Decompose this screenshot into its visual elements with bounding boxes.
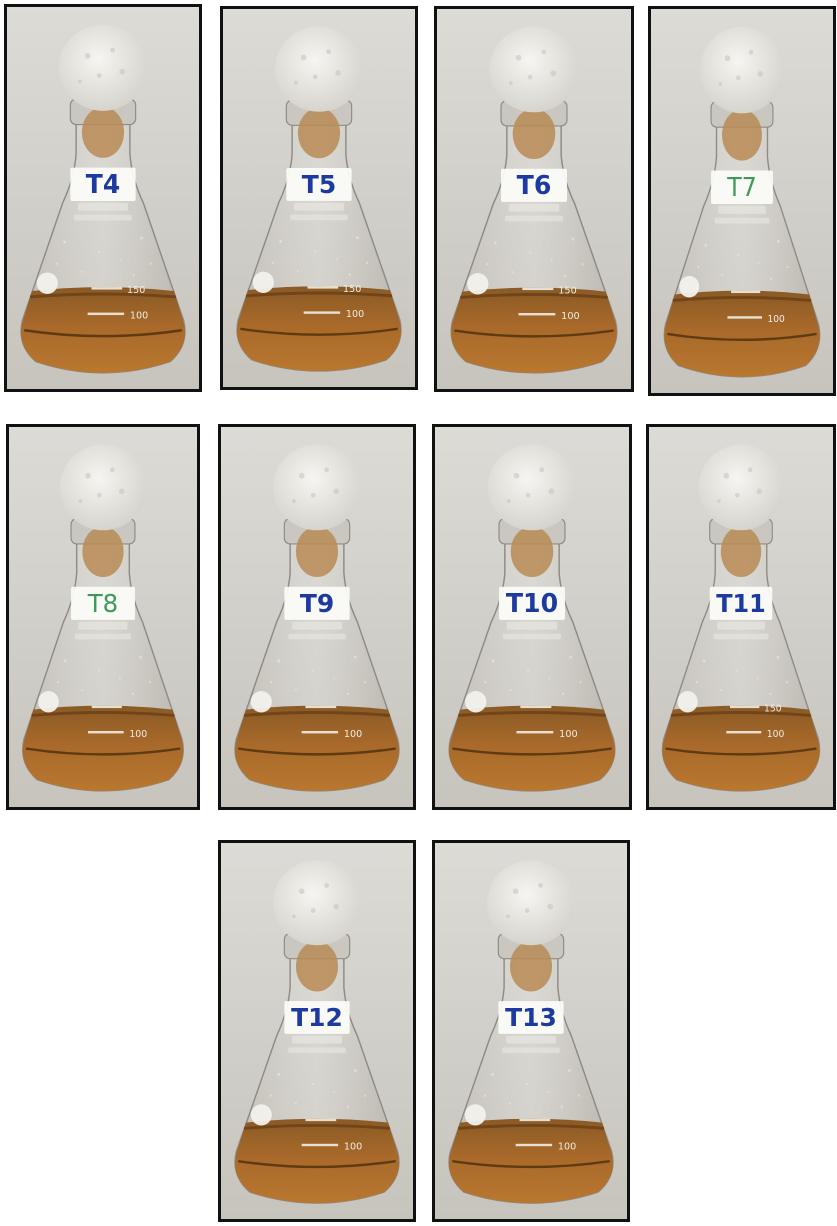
volume-mark-low: 100 [558, 1142, 576, 1153]
volume-mark-low: 100 [559, 729, 578, 740]
flask-photo-t13: T13 100 [432, 840, 630, 1222]
volume-mark-low: 100 [344, 1142, 362, 1153]
flask-label: T10 [506, 589, 558, 618]
volume-mark-low: 100 [346, 309, 364, 320]
flask-label: T13 [505, 1003, 557, 1032]
volume-mark-low: 100 [561, 311, 580, 322]
flask-label: T7 [726, 172, 756, 202]
volume-mark-low: 100 [129, 729, 147, 740]
flask-label: T9 [300, 589, 334, 618]
flask-photo-t5: T5 150 100 [220, 6, 418, 390]
flask-photo-t9: T9 100 [218, 424, 416, 810]
volume-mark-low: 100 [344, 729, 362, 740]
flask-photo-t7: T7 100 [648, 6, 836, 396]
flask-label: T11 [716, 588, 766, 618]
volume-mark-low: 100 [130, 310, 148, 321]
flask-photo-t11: T11 150 100 [646, 424, 836, 810]
volume-mark-high: 150 [764, 703, 782, 714]
flask-photo-t8: T8 100 [6, 424, 200, 810]
flask-photo-t6: T6 150 100 [434, 6, 634, 392]
volume-mark-high: 150 [127, 285, 145, 296]
volume-mark-low: 100 [767, 729, 785, 740]
volume-mark-high: 150 [343, 284, 361, 295]
flask-photo-t10: T10 100 [432, 424, 632, 810]
flask-photo-t12: T12 100 [218, 840, 416, 1222]
flask-label: T8 [87, 589, 118, 619]
volume-mark-low: 100 [767, 314, 784, 325]
flask-label: T4 [86, 170, 120, 199]
flask-label: T12 [291, 1003, 343, 1032]
volume-mark-high: 150 [558, 285, 577, 296]
flask-label: T5 [302, 170, 336, 199]
flask-photo-t4: T4 150 100 [4, 4, 202, 392]
flask-label: T6 [517, 171, 552, 200]
